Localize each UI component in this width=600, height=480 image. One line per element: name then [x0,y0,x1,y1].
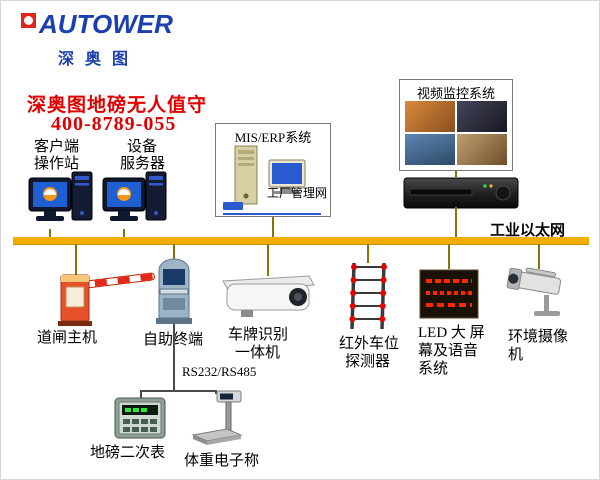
wire-video-to-dvr [455,171,457,177]
wire-serial-to-scale [215,390,217,394]
device-server-label-line2: 服务器 [120,156,166,172]
ethernet-bus-label: 工业以太网 [490,223,566,239]
camera-snapshot [457,101,507,132]
camera-snapshots [405,101,507,165]
infrared-label-line1: 红外车位 [339,336,400,352]
platform-scale-icon [191,390,243,445]
camera-snapshot [457,134,507,165]
led-label-line2: 幕及语音 [418,343,479,359]
env-camera-label-line2: 机 [508,347,524,363]
device-server-label-line1: 设备 [127,139,158,155]
lpr-label-line1: 车牌识别 [228,327,289,343]
system-title: 深奥图地磅无人值守 [27,95,208,116]
led-label-line3: 系统 [418,361,449,377]
barrier-label: 道闸主机 [37,330,98,346]
wire-dvr-to-bus [455,207,457,237]
wire-kiosk-serial [173,324,175,390]
client-station-label-line2: 操作站 [34,156,80,172]
infrared-detector-icon [349,262,387,330]
wire-bus-to-led [448,244,450,269]
logo-mark-icon [21,13,36,28]
mis-erp-server-icon [223,145,321,215]
device-server-icon [102,171,167,221]
client-station-label-line1: 客户端 [34,139,80,155]
led-label-line1: LED 大 屏 [418,325,485,341]
wire-serial-to-indicator [140,390,142,399]
video-monitor-title: 视频监控系统 [416,86,495,101]
wire-bus-to-kiosk [173,244,175,261]
factory-network-label: 工厂管理网 [266,186,327,200]
serial-link-label: RS232/RS485 [182,364,257,379]
weighing-indicator-icon [114,397,166,439]
env-camera-label-line1: 环境摄像 [508,329,569,345]
indicator-label: 地磅二次表 [90,445,166,461]
wire-bus-to-envcam [538,244,540,269]
wire-serial-branch [140,390,217,392]
mis-erp-box: MIS/ERP系统 工厂管理网 [215,123,331,217]
client-workstation-icon [28,171,93,221]
mis-erp-title: MIS/ERP系统 [234,130,312,145]
lpr-camera-icon [222,275,315,317]
infrared-label-line2: 探测器 [345,354,391,370]
wire-mis-to-bus [272,217,274,237]
scale-label: 体重电子称 [184,453,260,469]
dvr-icon [403,177,519,209]
video-monitor-box: 视频监控系统 [399,79,513,171]
barrier-gate-icon [58,272,155,326]
wire-bus-to-lpr [267,244,269,276]
lpr-label-line2: 一体机 [235,345,281,361]
kiosk-icon [156,258,192,324]
camera-snapshot [405,134,455,165]
led-screen-icon [419,269,479,319]
environment-camera-icon [506,267,562,316]
wire-bus-to-barrier [75,244,77,275]
logo-subtitle: 深奥图 [58,51,140,68]
ethernet-bus [13,237,589,245]
logo-brand: AUTOWER [39,9,173,39]
camera-snapshot [405,101,455,132]
wire-server-to-bus [123,229,125,238]
wire-client-to-bus [49,229,51,238]
wire-bus-to-infrared [367,244,369,263]
phone-number: 400-8789-055 [51,113,177,135]
